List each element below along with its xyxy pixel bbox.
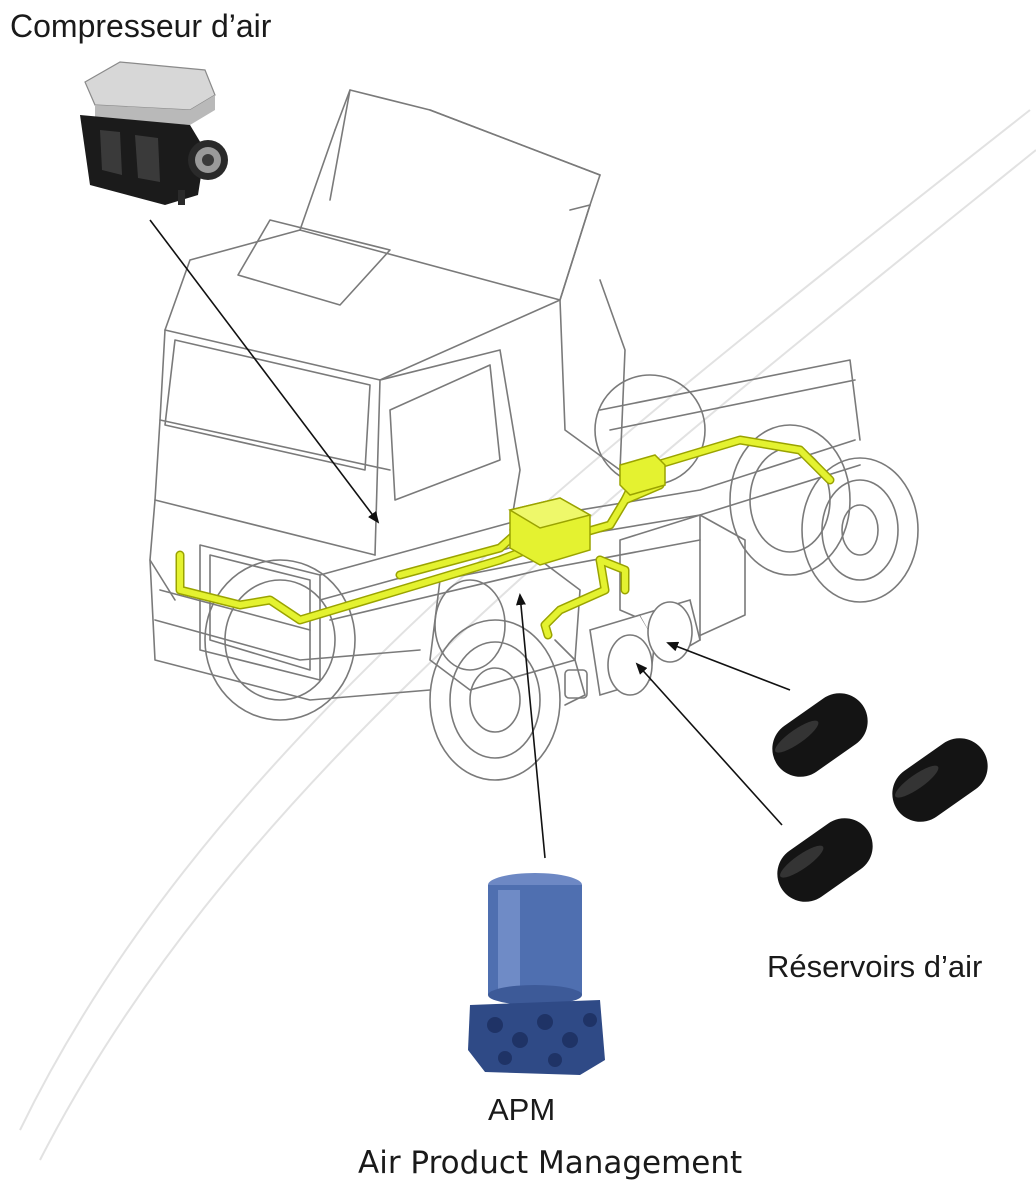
arrow-compressor — [149, 219, 380, 524]
air-tank-icon — [777, 818, 873, 902]
pointer-arrows — [149, 219, 791, 859]
air-lines — [175, 435, 835, 640]
apm-label: APM — [488, 1092, 556, 1127]
apm-mount-block — [508, 454, 666, 566]
arrow-tank-1 — [666, 641, 791, 691]
arrow-apm — [515, 593, 546, 859]
air-tank-icon — [772, 693, 868, 777]
truck-outline — [149, 89, 919, 781]
apm-unit-icon — [468, 873, 605, 1075]
arrow-tank-2 — [635, 662, 783, 826]
compressor-icon — [80, 61, 228, 205]
air-tanks-label: Réservoirs d’air — [767, 949, 983, 984]
apm-full-name-label: Air Product Management — [358, 1145, 743, 1181]
air-tank-icon — [892, 738, 988, 822]
compressor-label: Compresseur d’air — [10, 8, 272, 44]
chassis-air-tanks — [589, 598, 701, 697]
